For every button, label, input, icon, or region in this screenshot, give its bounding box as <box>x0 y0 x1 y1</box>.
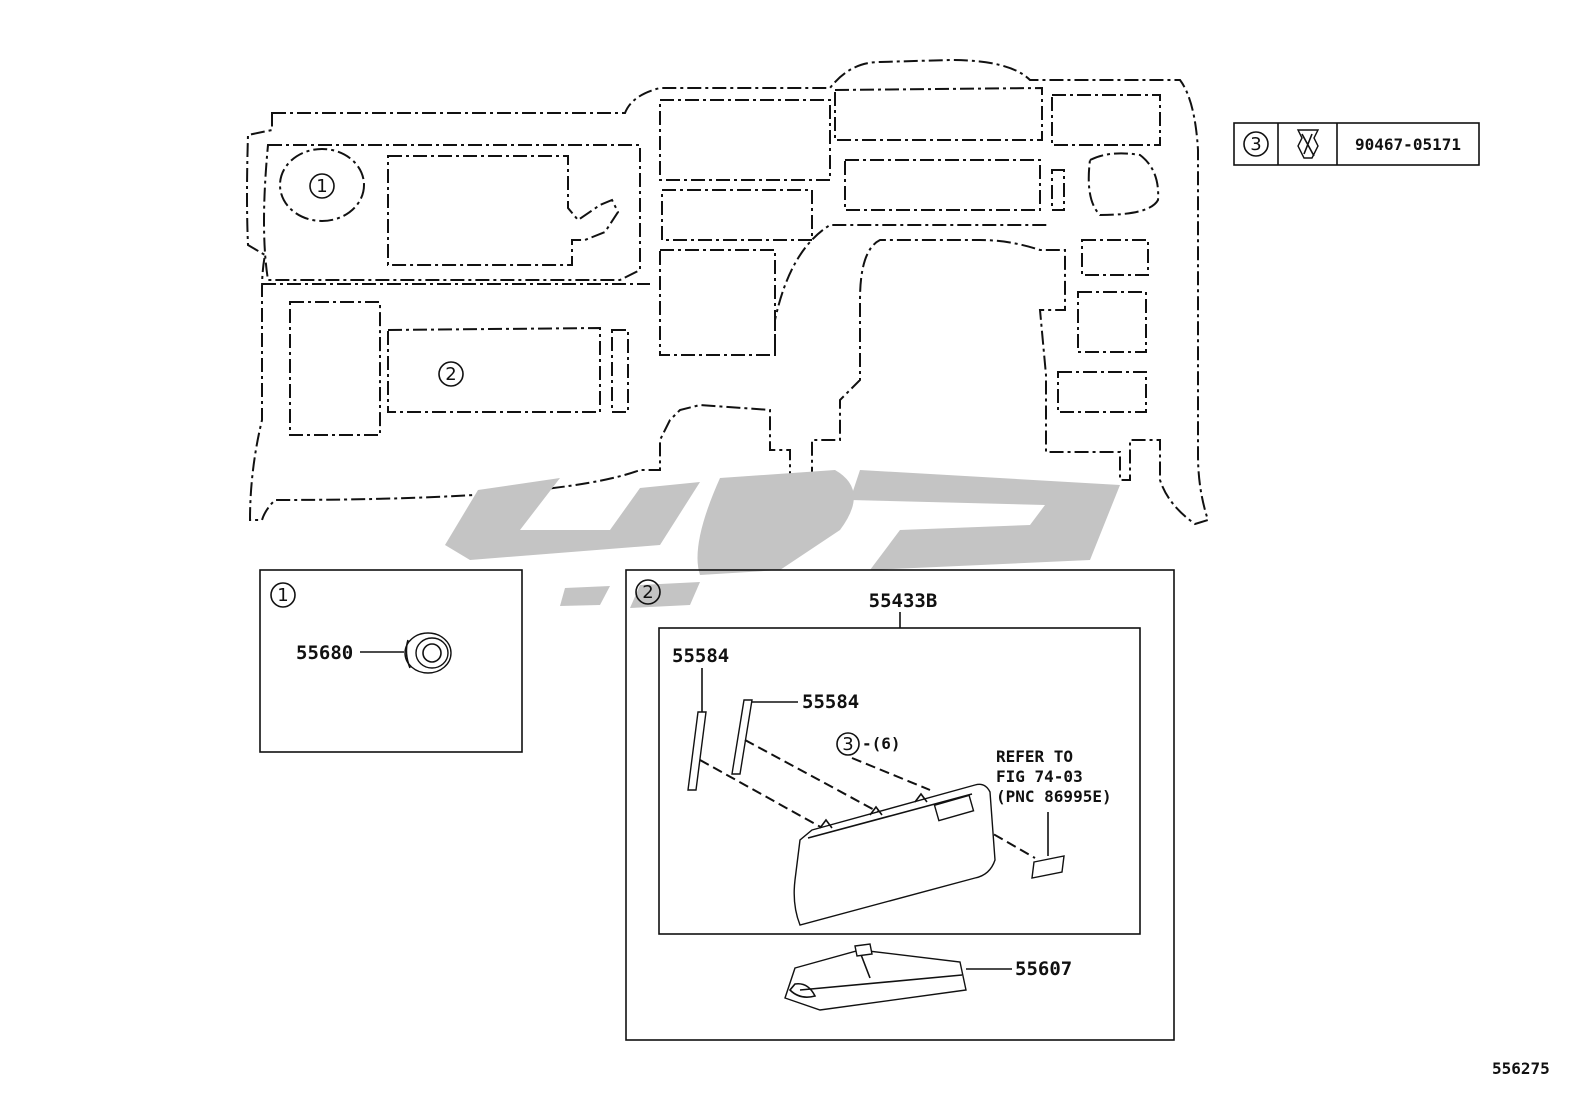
figure-id: 556275 <box>1492 1059 1550 1078</box>
knob-icon <box>404 632 452 674</box>
trim-strip-left <box>687 711 707 791</box>
clip-quantity: -(6) <box>862 734 901 753</box>
callout-2: 2 <box>438 361 464 387</box>
refer-note-line2: FIG 74-03 <box>996 767 1083 786</box>
assembly-label-55433b: 55433B <box>869 590 938 612</box>
part-label-55680: 55680 <box>296 642 353 664</box>
knob-location-outline <box>279 148 365 222</box>
clip-callout-index: 3 <box>842 734 853 755</box>
legend-index-circle <box>1243 131 1269 157</box>
refer-note-line3: (PNC 86995E) <box>996 787 1112 806</box>
detail-box-1: 1 55680 <box>259 569 523 753</box>
detail-box-2: 2 55433B 55584 55584 3 -(6) REFER TO FIG… <box>625 569 1175 1041</box>
part-label-55584-left: 55584 <box>672 645 729 667</box>
watermark-logo <box>445 470 1120 608</box>
clip-callout-circle <box>836 732 860 756</box>
part-label-55607: 55607 <box>1015 958 1072 980</box>
svg-text:1: 1 <box>316 176 327 197</box>
glovebox-location-outline <box>387 326 601 413</box>
label-plate <box>1031 855 1065 879</box>
glovebox-door <box>793 783 996 926</box>
part-label-55584-right: 55584 <box>802 691 859 713</box>
dashboard-outline <box>246 58 1210 526</box>
clip-fastener-icon <box>1296 129 1320 159</box>
trim-strip-right <box>731 699 753 775</box>
callout-1: 1 <box>309 173 335 199</box>
box1-index: 1 <box>277 585 288 606</box>
legend-table: 3 90467-05171 <box>1233 122 1480 166</box>
assembly-frame <box>658 627 1141 935</box>
legend-part-number: 90467-05171 <box>1355 135 1461 154</box>
legend-index: 3 <box>1250 134 1261 155</box>
svg-text:2: 2 <box>445 364 456 385</box>
box2-index: 2 <box>642 582 653 603</box>
glovebox-lower-part <box>784 943 967 1011</box>
refer-note-line1: REFER TO <box>996 747 1073 766</box>
